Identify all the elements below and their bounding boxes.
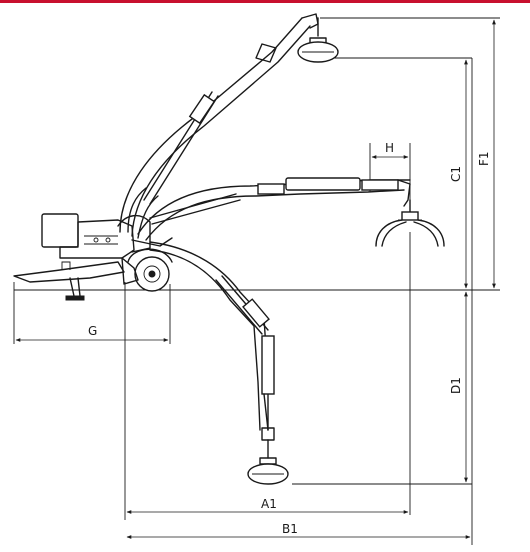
dimension-lines	[15, 19, 496, 539]
label-f1: F1	[477, 151, 491, 166]
boom-horizontal	[137, 177, 411, 241]
grapple-open	[375, 211, 445, 247]
grapple-top	[297, 37, 339, 63]
boom-lowered	[149, 241, 275, 459]
grapple-bottom	[247, 457, 289, 485]
label-g: G	[88, 324, 97, 338]
label-b1: B1	[282, 522, 298, 536]
boom-raised	[119, 13, 319, 237]
extension-lines	[13, 17, 500, 545]
label-d1: D1	[449, 377, 463, 394]
label-c1: C1	[449, 166, 463, 182]
top-red-rule	[0, 0, 530, 3]
label-a1: A1	[261, 497, 277, 511]
label-h: H	[385, 141, 394, 155]
trailer-base	[13, 213, 173, 301]
